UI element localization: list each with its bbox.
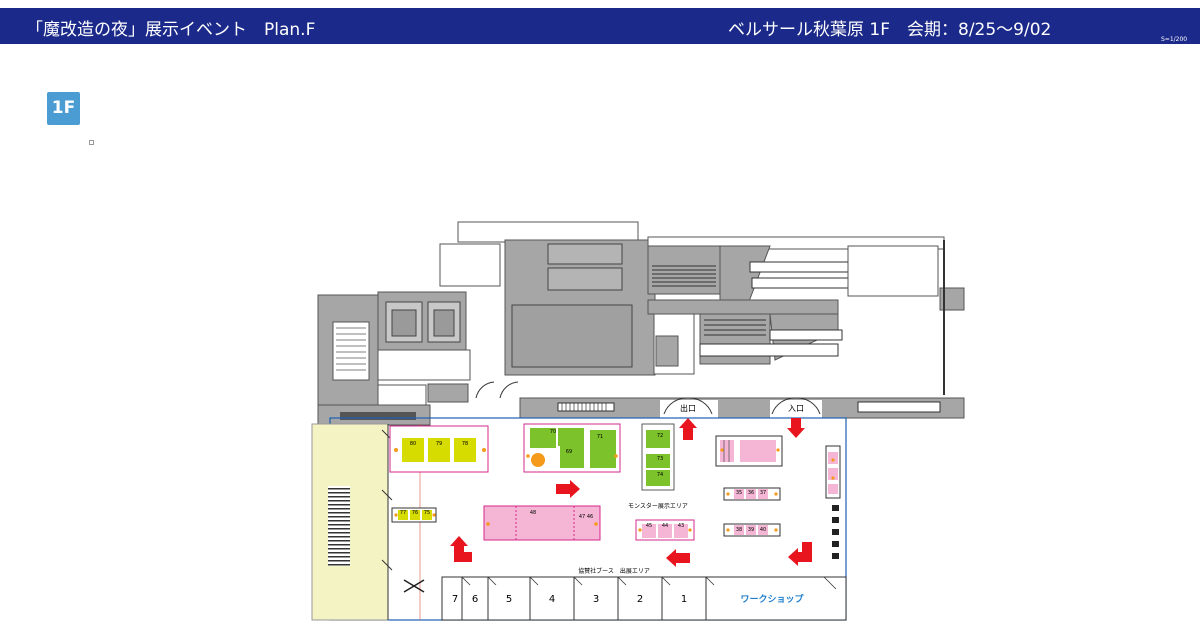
booth-72 bbox=[646, 430, 670, 448]
booth-38-label: 38 bbox=[736, 527, 742, 533]
booth-2-label: 2 bbox=[637, 594, 643, 605]
booth-70 bbox=[530, 428, 556, 448]
booth-80 bbox=[402, 438, 424, 462]
booth-78-label: 78 bbox=[462, 441, 468, 447]
booth-72-label: 72 bbox=[657, 433, 663, 439]
booth-69-label: 69 bbox=[566, 449, 572, 455]
floor-badge: 1F bbox=[47, 92, 80, 125]
booth-79 bbox=[428, 438, 450, 462]
booth-77-label: 77 bbox=[400, 510, 406, 516]
booth-73 bbox=[646, 454, 670, 468]
exit-label: 出口 bbox=[680, 403, 696, 413]
booth-7-label: 7 bbox=[452, 594, 458, 605]
flow-arrows bbox=[450, 418, 812, 567]
booth-39-label: 39 bbox=[748, 527, 754, 533]
booth-3-label: 3 bbox=[593, 594, 599, 605]
stair-hatch bbox=[328, 486, 350, 566]
booth-74-label: 74 bbox=[657, 472, 663, 478]
booth-47-label: 47 bbox=[579, 514, 585, 520]
booth-1-label: 1 bbox=[681, 594, 687, 605]
orange-markers bbox=[394, 448, 835, 532]
booth-4-label: 4 bbox=[549, 594, 555, 605]
booth-79-label: 79 bbox=[436, 441, 442, 447]
entrance-label: 入口 bbox=[788, 404, 804, 413]
booth-71 bbox=[590, 430, 616, 468]
sponsor-area-label: 協賛社ブース 出展エリア bbox=[578, 567, 650, 575]
arrow-turn-right bbox=[788, 542, 812, 566]
bottom-booth-row bbox=[441, 576, 847, 621]
event-title: 「魔改造の夜」展示イベント Plan.F bbox=[26, 20, 316, 40]
booth-80-label: 80 bbox=[410, 441, 416, 447]
booth-35-label: 35 bbox=[736, 490, 742, 496]
booth-78 bbox=[454, 438, 476, 462]
arrow-entrance-down bbox=[787, 418, 805, 438]
workshop-label: ワークショップ bbox=[740, 593, 804, 605]
yellow-zone bbox=[311, 423, 389, 621]
booth-36-label: 36 bbox=[748, 490, 754, 496]
booth-6-label: 6 bbox=[472, 594, 478, 605]
booth-73-label: 73 bbox=[657, 456, 663, 462]
marker-dot bbox=[89, 140, 94, 145]
booth-75-label: 75 bbox=[424, 510, 430, 516]
booth-74 bbox=[646, 470, 670, 486]
booth-40-label: 40 bbox=[760, 527, 766, 533]
booth-70-label: 70 bbox=[550, 429, 556, 435]
monster-area-label: モンスター展示エリア bbox=[628, 502, 688, 510]
right-wall-blocks bbox=[832, 505, 839, 559]
booth-43-label: 43 bbox=[678, 523, 684, 529]
booth-5-label: 5 bbox=[506, 594, 512, 605]
booth-37-label: 37 bbox=[760, 490, 766, 496]
booth-48-label: 48 bbox=[530, 510, 536, 516]
header-bar: 「魔改造の夜」展示イベント Plan.F ベルサール秋葉原 1F 会期：8/25… bbox=[0, 8, 1200, 44]
arrow-exit-up bbox=[679, 418, 697, 440]
booth-76-label: 76 bbox=[412, 510, 418, 516]
booth-69 bbox=[560, 446, 584, 468]
booth-44-label: 44 bbox=[662, 523, 668, 529]
orange-dot bbox=[531, 453, 545, 467]
arrow-left bbox=[666, 549, 690, 567]
arrow-right bbox=[556, 480, 580, 498]
booth-71-label: 71 bbox=[597, 434, 603, 440]
scale-label: S=1/200 bbox=[1161, 36, 1188, 43]
booth-group-pink-center bbox=[483, 505, 601, 541]
arrow-up-left bbox=[450, 536, 472, 562]
booth-46-label: 46 bbox=[587, 514, 593, 520]
venue-dates: ベルサール秋葉原 1F 会期：8/25〜9/02 bbox=[728, 20, 1052, 40]
booth-45-label: 45 bbox=[646, 523, 652, 529]
